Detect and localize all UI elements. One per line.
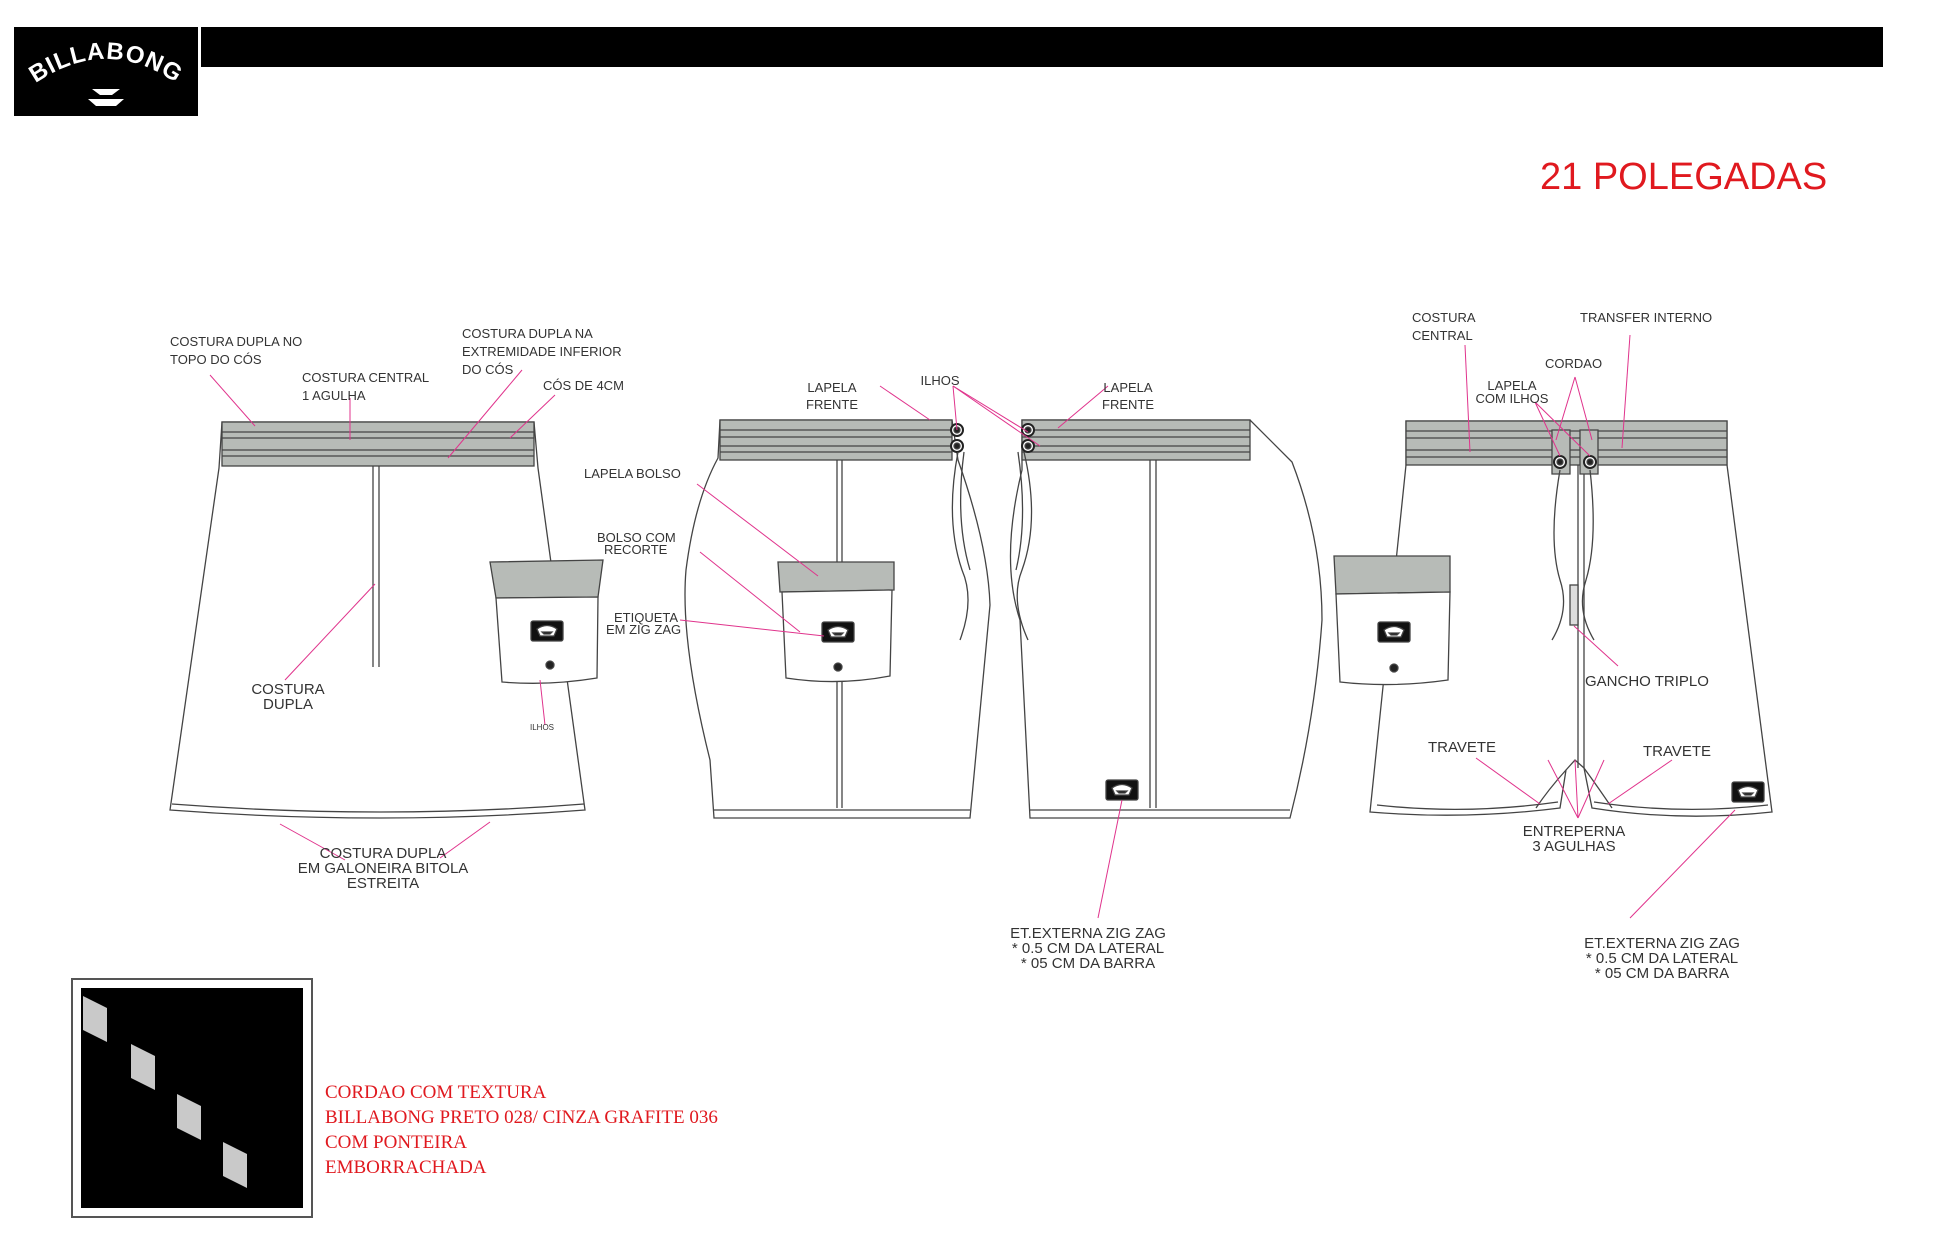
page-title: 21 POLEGADAS bbox=[1540, 156, 1827, 198]
label-costura-central-v3-2: CENTRAL bbox=[1412, 328, 1473, 343]
shorts-side-view-right bbox=[1009, 419, 1323, 819]
label-entreperna-2: 3 AGULHAS bbox=[1532, 838, 1615, 855]
label-costura-central-v3-1: COSTURA bbox=[1412, 310, 1476, 325]
annotation-lines bbox=[209, 334, 1736, 919]
label-entreperna-1: ENTREPERNA bbox=[1523, 823, 1626, 840]
label-bolso-recorte-1: BOLSO COM bbox=[597, 530, 676, 545]
cord-note-line-2: BILLABONG PRETO 028/ CINZA GRAFITE 036 bbox=[325, 1107, 718, 1128]
label-et-externa-v3-2: * 0.5 CM DA LATERAL bbox=[1586, 950, 1738, 967]
label-et-externa-v2-3: * 05 CM DA BARRA bbox=[1021, 955, 1155, 972]
label-et-externa-v3-3: * 05 CM DA BARRA bbox=[1595, 965, 1729, 982]
label-costura-dupla-topo-2: TOPO DO CÓS bbox=[170, 352, 262, 367]
cord-note-line-3: COM PONTEIRA bbox=[325, 1132, 467, 1153]
label-costura-dupla-1: COSTURA bbox=[251, 681, 324, 698]
label-costura-central-2: 1 AGULHA bbox=[302, 388, 366, 403]
cord-note-line-4: EMBORRACHADA bbox=[325, 1157, 487, 1178]
shorts-front-view bbox=[1333, 420, 1773, 817]
label-bolso-recorte-2: RECORTE bbox=[604, 542, 668, 557]
label-costura-dupla-inferior-3: DO CÓS bbox=[462, 362, 514, 377]
waistband bbox=[1021, 419, 1251, 461]
labels-view-3: COSTURA CENTRAL TRANSFER INTERNO CORDAO … bbox=[1412, 310, 1740, 982]
label-et-externa-v2-1: ET.EXTERNA ZIG ZAG bbox=[1010, 925, 1166, 942]
label-costura-dupla-inferior-2: EXTREMIDADE INFERIOR bbox=[462, 344, 622, 359]
label-etiqueta-2: EM ZIG ZAG bbox=[606, 622, 681, 637]
label-lapela-frente-left-1: LAPELA bbox=[807, 380, 856, 395]
label-lapela-ilhos-1: LAPELA bbox=[1487, 378, 1536, 393]
label-et-externa-v3-1: ET.EXTERNA ZIG ZAG bbox=[1584, 935, 1740, 952]
label-cos: CÓS DE 4CM bbox=[543, 378, 624, 393]
label-gancho: GANCHO TRIPLO bbox=[1585, 673, 1709, 690]
label-et-externa-v2-2: * 0.5 CM DA LATERAL bbox=[1012, 940, 1164, 957]
header-bar bbox=[201, 27, 1883, 67]
label-lapela-frente-right-1: LAPELA bbox=[1103, 380, 1152, 395]
label-lapela-ilhos-2: COM ILHOS bbox=[1476, 391, 1549, 406]
label-ilhos-pocket: ILHOS bbox=[530, 723, 554, 732]
label-galoneira-2: EM GALONEIRA BITOLA bbox=[298, 860, 469, 877]
brand-logo: BILLABONG bbox=[14, 27, 198, 116]
cord-description: CORDAO COM TEXTURA BILLABONG PRETO 028/ … bbox=[325, 1080, 718, 1180]
label-galoneira-3: ESTREITA bbox=[347, 875, 419, 892]
label-costura-central-1: COSTURA CENTRAL bbox=[302, 370, 429, 385]
label-cordao: CORDAO bbox=[1545, 356, 1602, 371]
label-travete-left: TRAVETE bbox=[1428, 739, 1496, 756]
label-lapela-frente-right-2: FRENTE bbox=[1102, 397, 1154, 412]
label-costura-dupla-inferior-1: COSTURA DUPLA NA bbox=[462, 326, 593, 341]
label-travete-right: TRAVETE bbox=[1643, 743, 1711, 760]
label-ilhos-view2: ILHOS bbox=[920, 373, 959, 388]
cord-note-line-1: CORDAO COM TEXTURA bbox=[325, 1082, 547, 1103]
label-costura-dupla-topo-1: COSTURA DUPLA NO bbox=[170, 334, 302, 349]
cord-swatch-fill bbox=[81, 988, 303, 1208]
billabong-logo-icon: BILLABONG bbox=[24, 38, 187, 106]
label-lapela-frente-left-2: FRENTE bbox=[806, 397, 858, 412]
label-transfer: TRANSFER INTERNO bbox=[1580, 310, 1712, 325]
labels-view-1: COSTURA DUPLA NO TOPO DO CÓS COSTURA CEN… bbox=[170, 326, 624, 892]
shorts-side-view-left bbox=[684, 419, 991, 819]
label-galoneira-1: COSTURA DUPLA bbox=[320, 845, 447, 862]
shorts-back-view bbox=[169, 421, 604, 819]
cord-texture-pattern bbox=[83, 996, 247, 1188]
label-etiqueta-1: ETIQUETA bbox=[614, 610, 678, 625]
waistband bbox=[719, 419, 953, 461]
label-costura-dupla-2: DUPLA bbox=[263, 696, 313, 713]
cord-swatch bbox=[71, 978, 313, 1218]
labels-view-2: LAPELA FRENTE ILHOS LAPELA FRENTE LAPELA… bbox=[584, 373, 1166, 972]
label-lapela-bolso: LAPELA BOLSO bbox=[584, 466, 681, 481]
waistband bbox=[221, 421, 535, 467]
